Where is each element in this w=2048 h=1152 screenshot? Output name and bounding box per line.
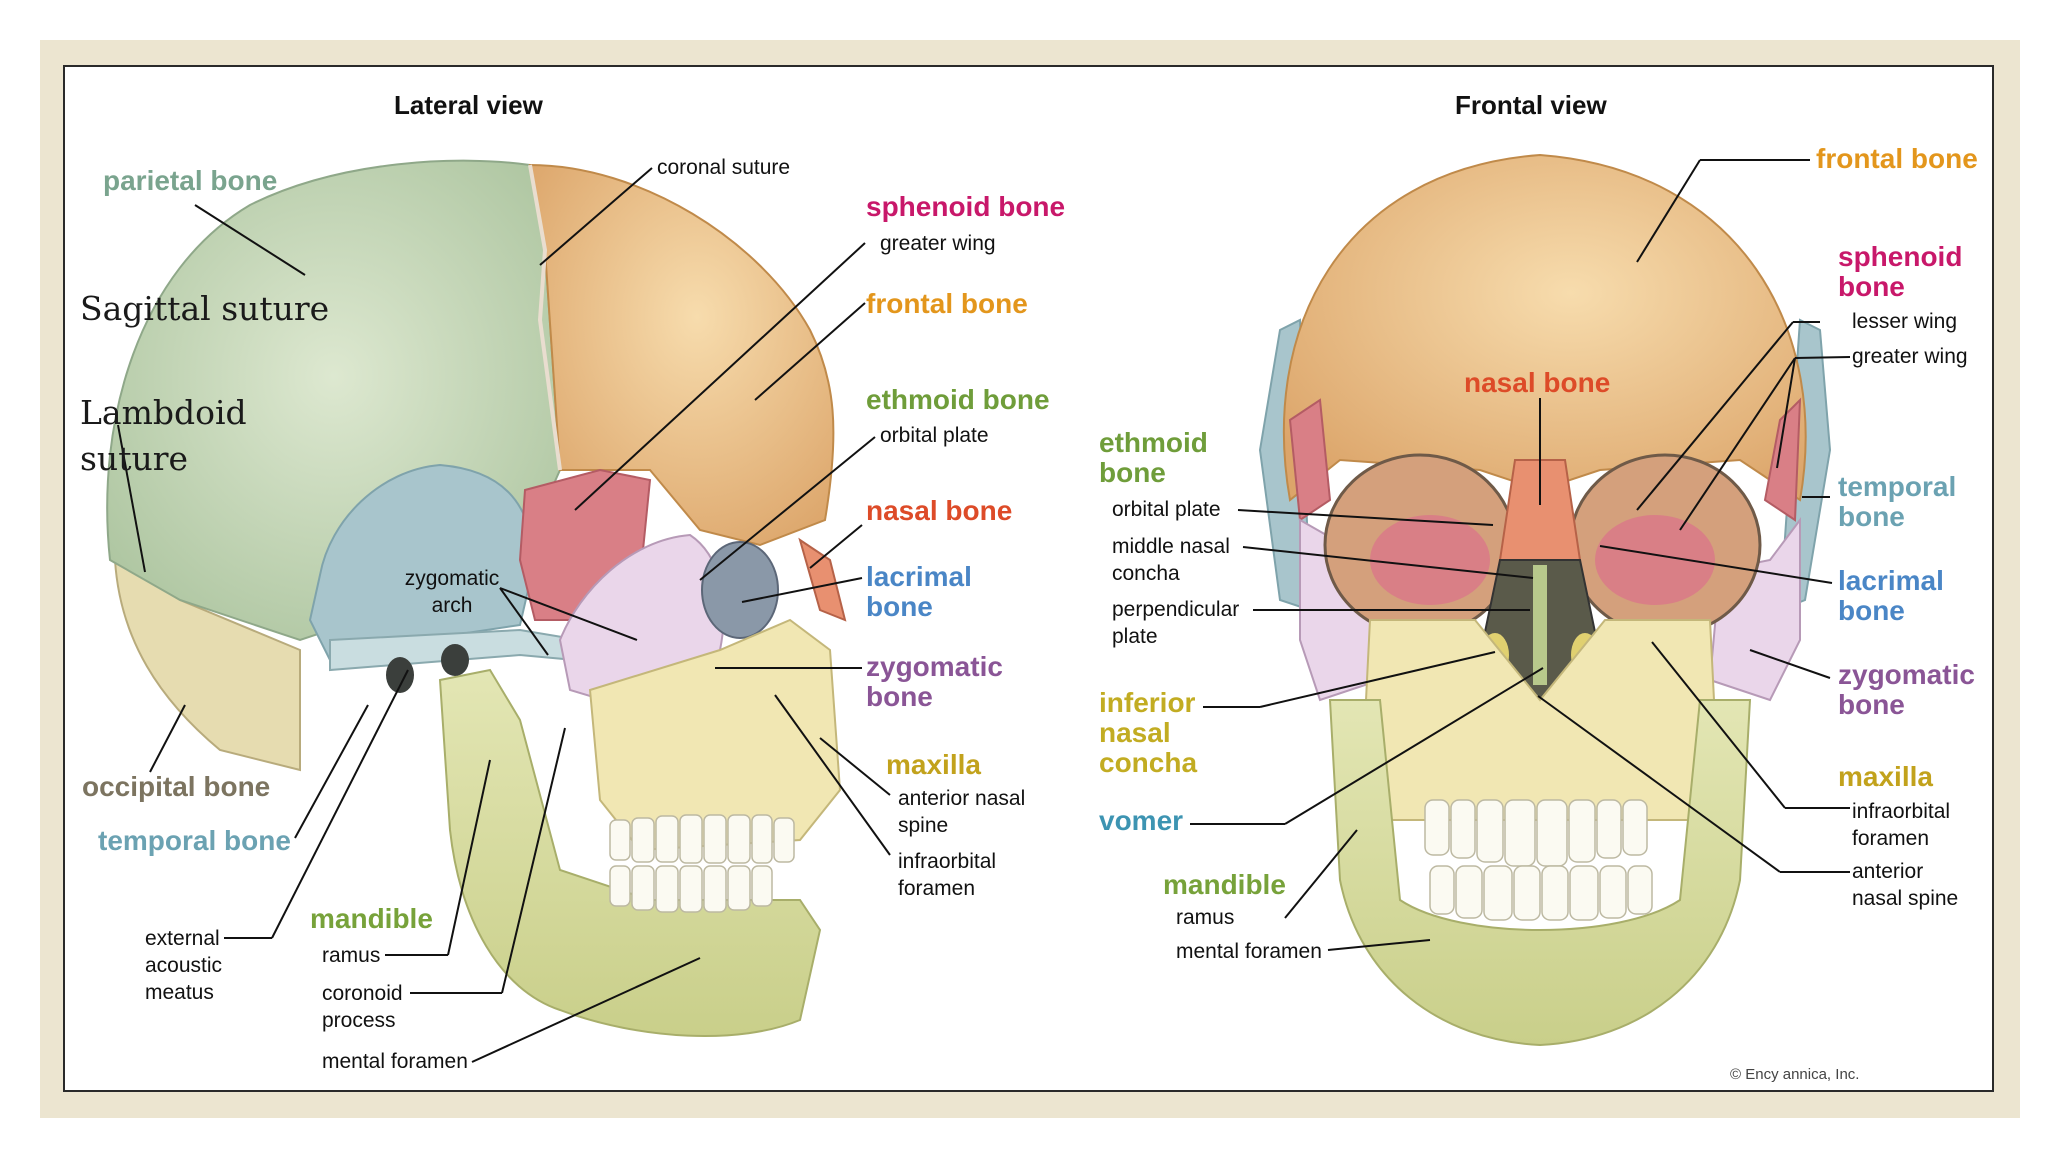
label-coronal-suture: coronal suture [657, 156, 791, 179]
label-nasal-bone: nasal bone [866, 495, 1013, 526]
label-orbital-plate: orbital plate [880, 424, 989, 447]
label-anterior-nasal-spine-front: anterior nasal spine [1852, 860, 1959, 910]
label-temporal-bone-front: temporal bone [1838, 471, 1957, 532]
label-coronoid-process: coronoid process [322, 982, 403, 1032]
annotation-sagittal-suture: Sagittal suture [80, 289, 330, 328]
label-ramus-front: ramus [1176, 906, 1235, 929]
leader-lines [117, 159, 1851, 1063]
label-external-acoustic-meatus: external acoustic meatus [145, 927, 223, 1004]
lateral-orbit [701, 541, 779, 639]
external-acoustic-meatus-hole [386, 657, 414, 693]
label-lacrimal-bone-front: lacrimal bone [1838, 565, 1944, 626]
label-maxilla: maxilla [886, 749, 981, 780]
label-temporal-bone: temporal bone [98, 825, 291, 856]
label-nasal-bone-front: nasal bone [1464, 367, 1611, 398]
lateral-teeth [609, 814, 795, 913]
label-ethmoid-bone-front: ethmoid bone [1099, 427, 1208, 488]
label-mandible: mandible [310, 903, 433, 934]
frontal-skull [1258, 153, 1832, 1047]
lateral-view-title: Lateral view [394, 90, 543, 120]
label-sphenoid-bone: sphenoid bone [866, 191, 1066, 222]
label-ramus: ramus [322, 944, 381, 967]
label-mental-foramen-front: mental foramen [1176, 940, 1322, 963]
label-frontal-bone: frontal bone [866, 288, 1028, 319]
mandible-front-region [1328, 699, 1752, 1047]
label-maxilla-front: maxilla [1838, 761, 1933, 792]
label-greater-wing-front: greater wing [1852, 345, 1968, 368]
occipital-bone-region [113, 558, 301, 772]
label-anterior-nasal-spine: anterior nasal spine [898, 787, 1026, 837]
label-zygomatic-arch: zygomatic arch [404, 567, 500, 617]
label-vomer: vomer [1099, 805, 1184, 836]
label-perpendicular-plate: perpendicular plate [1112, 598, 1240, 648]
label-mandible-front: mandible [1163, 869, 1286, 900]
label-inferior-nasal-concha: inferior nasal concha [1099, 687, 1198, 778]
label-mental-foramen: mental foramen [322, 1050, 468, 1073]
label-occipital-bone: occipital bone [82, 771, 271, 802]
label-sphenoid-bone-front: sphenoid bone [1838, 241, 1963, 302]
mandible-region [438, 668, 822, 1038]
frontal-view-title: Frontal view [1455, 90, 1607, 120]
label-parietal-bone: parietal bone [103, 165, 278, 196]
label-frontal-bone-front: frontal bone [1816, 143, 1978, 174]
frontal-bone-region [528, 163, 835, 547]
label-zygomatic-bone-front: zygomatic bone [1838, 659, 1975, 720]
label-orbital-plate-front: orbital plate [1112, 498, 1221, 521]
label-infraorbital-foramen: infraorbital foramen [898, 850, 997, 900]
frontal-bone-front-region [1282, 153, 1807, 502]
maxilla-region [588, 618, 842, 852]
nasal-bone-region [798, 537, 847, 622]
label-infraorbital-foramen-front: infraorbital foramen [1852, 800, 1951, 850]
annotation-lambdoid-suture: Lambdoid suture [80, 393, 247, 478]
copyright-notice: © Ency annica, Inc. [1730, 1066, 1860, 1083]
label-ethmoid-bone: ethmoid bone [866, 384, 1050, 415]
frontal-teeth [1424, 799, 1653, 921]
label-zygomatic-bone: zygomatic bone [866, 651, 1003, 712]
label-lesser-wing: lesser wing [1852, 310, 1958, 333]
maxilla-front-region [1358, 619, 1722, 821]
lateral-skull [106, 159, 847, 1038]
label-lacrimal-bone: lacrimal bone [866, 561, 972, 622]
label-greater-wing: greater wing [880, 232, 996, 255]
label-middle-nasal-concha: middle nasal concha [1112, 535, 1230, 585]
